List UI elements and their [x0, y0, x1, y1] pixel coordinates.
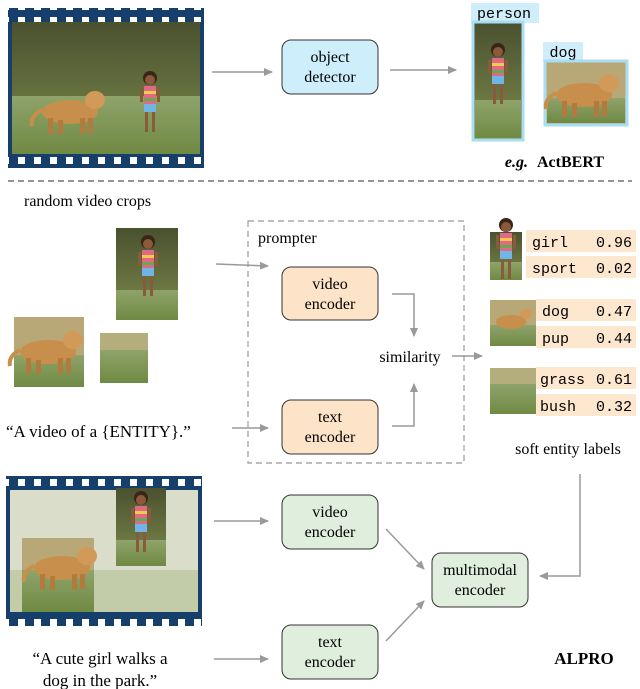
svg-text:encoder: encoder: [305, 429, 356, 446]
label-score: 0.61: [596, 372, 632, 389]
dog-crop: dog: [543, 42, 629, 127]
svg-text:encoder: encoder: [455, 582, 506, 599]
bottom-film-strip: [6, 476, 202, 626]
multimodal-encoder: multimodal encoder: [431, 552, 529, 608]
label-score: 0.44: [596, 331, 632, 348]
object-detector-line2: detector: [304, 69, 356, 86]
arrow-text-encoder-to-multimodal: [385, 600, 425, 642]
caption-line-1: “A cute girl walks a: [32, 649, 167, 668]
alpro-video-encoder: video encoder: [281, 494, 379, 550]
bottom-photo: [10, 488, 198, 612]
arrow-video-encoder-to-multimodal: [385, 528, 425, 570]
label-entity: sport: [532, 261, 577, 278]
svg-text:text: text: [318, 634, 343, 651]
svg-text:encoder: encoder: [305, 654, 356, 671]
svg-text:video: video: [312, 276, 348, 293]
crop-dog: [7, 317, 85, 387]
actbert-caption: e.g. ActBERT: [505, 154, 604, 171]
soft-label-group-grass: grass 0.61 bush 0.32: [490, 367, 636, 416]
prompter-label: prompter: [258, 230, 317, 247]
prompt-template-text: “A video of a {ENTITY}.”: [6, 422, 191, 441]
alpro-label: ALPRO: [554, 649, 614, 668]
svg-text:multimodal: multimodal: [443, 562, 517, 579]
top-photo: [12, 22, 200, 154]
object-detector-line1: object: [310, 49, 350, 66]
prompter-video-encoder: video encoder: [281, 266, 379, 321]
object-detector-box: object detector: [281, 39, 379, 95]
arrow-video-to-similarity: [392, 293, 418, 337]
soft-label-group-dog: dog 0.47 pup 0.44: [490, 299, 636, 348]
svg-text:encoder: encoder: [305, 296, 356, 313]
actbert-label: ActBERT: [537, 154, 604, 171]
dog-tag: dog: [549, 45, 576, 62]
label-score: 0.96: [596, 235, 632, 252]
arrow-text-to-similarity: [392, 383, 418, 427]
label-entity: dog: [542, 304, 569, 321]
label-score: 0.47: [596, 304, 632, 321]
person-crop: person: [471, 3, 539, 142]
prompter-frame: [247, 220, 465, 464]
label-score: 0.32: [596, 399, 632, 416]
alpro-text-encoder: text encoder: [281, 624, 379, 680]
svg-text:text: text: [318, 409, 343, 426]
person-tag: person: [477, 6, 531, 23]
arrow-labels-to-multimodal: [539, 474, 581, 580]
prompter-text-encoder: text encoder: [281, 399, 379, 455]
crop-grass: [100, 333, 148, 383]
label-entity: girl: [532, 235, 568, 252]
soft-labels-caption: soft entity labels: [515, 441, 621, 458]
crop-girl: [116, 228, 178, 320]
soft-label-group-girl: girl 0.96 sport 0.02: [490, 218, 636, 280]
actbert-prefix: e.g.: [505, 154, 528, 171]
label-entity: grass: [540, 372, 585, 389]
similarity-label: similarity: [379, 349, 440, 366]
label-score: 0.02: [596, 261, 632, 278]
label-entity: pup: [542, 331, 569, 348]
svg-text:encoder: encoder: [305, 524, 356, 541]
svg-text:video: video: [312, 504, 348, 521]
caption-line-2: dog in the park.”: [43, 671, 157, 689]
top-film-strip: [8, 8, 204, 168]
random-crops-label: random video crops: [24, 193, 151, 210]
label-entity: bush: [540, 399, 576, 416]
arrow-crops-to-video-encoder: [215, 261, 269, 270]
